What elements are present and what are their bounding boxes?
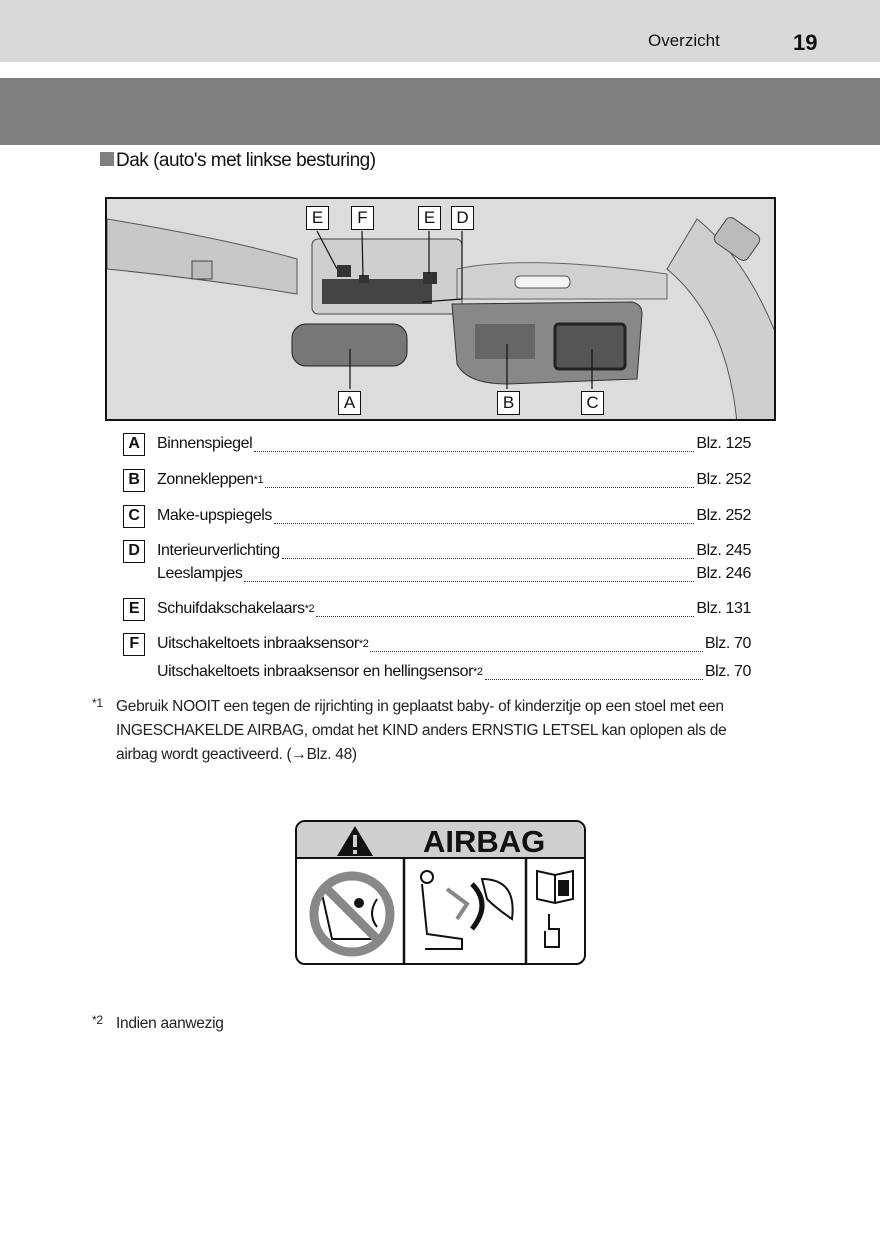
- page-reference[interactable]: Blz. 252: [696, 471, 751, 488]
- roof-drawing: [107, 217, 774, 419]
- page-reference[interactable]: Blz. 131: [696, 600, 751, 617]
- page-reference[interactable]: Blz. 245: [696, 542, 751, 559]
- footnote-text: Gebruik NOOIT een tegen de rijrichting i…: [116, 698, 727, 763]
- item-label: Uitschakeltoets inbraaksensor: [157, 635, 359, 652]
- dot-leader: [484, 679, 703, 680]
- dot-leader: [316, 616, 695, 617]
- dot-leader: [244, 581, 695, 582]
- item-label: Schuifdakschakelaars: [157, 600, 305, 617]
- footnote-mark: *2: [92, 1013, 103, 1027]
- roof-illustration: E F E D A B C: [105, 197, 776, 421]
- footnote-text: Indien aanwezig: [116, 1015, 224, 1032]
- dot-leader: [281, 558, 695, 559]
- figure-label-d: D: [451, 206, 474, 230]
- page-reference[interactable]: Blz. 252: [696, 507, 751, 524]
- list-item: Leeslampjes Blz. 246: [123, 562, 751, 586]
- item-letter-box: A: [123, 432, 145, 456]
- item-letter-box: F: [123, 632, 145, 656]
- item-label: Make-upspiegels: [157, 507, 272, 524]
- footnote-ref: *2: [304, 603, 315, 615]
- figure-label-e: E: [306, 206, 329, 230]
- item-letter-box: B: [123, 468, 145, 492]
- figure-label-c: C: [581, 391, 604, 415]
- airbag-title: AIRBAG: [423, 824, 546, 859]
- item-label: Interieurverlichting: [157, 542, 280, 559]
- item-letter-box: E: [123, 597, 145, 621]
- figure-label-f: F: [351, 206, 374, 230]
- no-rear-facing-seat-icon: [309, 871, 395, 957]
- page-header: Overzicht 19: [0, 0, 880, 62]
- item-label: Binnenspiegel: [157, 435, 253, 452]
- airbag-warning-label: AIRBAG: [295, 820, 586, 965]
- list-item: A Binnenspiegel Blz. 125: [123, 432, 751, 456]
- figure-label-a: A: [338, 391, 361, 415]
- manual-info-icon: [536, 869, 574, 905]
- page-reference[interactable]: Blz. 246: [696, 565, 751, 582]
- footnote-1: *1 Gebruik NOOIT een tegen de rijrichting…: [92, 695, 766, 767]
- list-item: B Zonnekleppen*1 Blz. 252: [123, 468, 751, 492]
- item-label: Uitschakeltoets inbraaksensor en helling…: [157, 663, 474, 680]
- list-item: D Interieurverlichting Blz. 245: [123, 539, 751, 563]
- seat-airbag-icon: [420, 870, 514, 950]
- page-reference[interactable]: Blz. 70: [704, 635, 752, 652]
- list-item: Uitschakeltoets inbraaksensor en helling…: [123, 660, 751, 684]
- list-item: F Uitschakeltoets inbraaksensor*2 Blz. 70: [123, 632, 751, 656]
- item-letter-box: D: [123, 539, 145, 563]
- figure-label-b: B: [497, 391, 520, 415]
- airbag-pictograms: [309, 859, 574, 963]
- item-letter-box: C: [123, 504, 145, 528]
- footnote-ref: *2: [358, 638, 369, 650]
- list-item: C Make-upspiegels Blz. 252: [123, 504, 751, 528]
- dot-leader: [254, 451, 695, 452]
- footnote-mark: *1: [92, 696, 103, 710]
- header-band: [0, 78, 880, 145]
- section-heading: Dak (auto's met linkse besturing): [100, 150, 376, 172]
- list-item: E Schuifdakschakelaars*2 Blz. 131: [123, 597, 751, 621]
- dot-leader: [265, 487, 695, 488]
- footnote-2: *2 Indien aanwezig: [92, 1012, 766, 1036]
- dot-leader: [273, 523, 695, 524]
- heading-text: Dak (auto's met linkse besturing): [116, 150, 376, 171]
- page-reference[interactable]: Blz. 125: [696, 435, 751, 452]
- square-bullet-icon: [100, 152, 114, 166]
- item-label: Zonnekleppen: [157, 471, 254, 488]
- dot-leader: [370, 651, 703, 652]
- item-label: Leeslampjes: [157, 565, 243, 582]
- page-reference[interactable]: Blz. 70: [704, 663, 752, 680]
- page-number: 19: [793, 30, 818, 55]
- figure-label-e: E: [418, 206, 441, 230]
- pointing-hand-icon: [544, 914, 560, 948]
- footnote-ref: *2: [473, 666, 483, 678]
- warning-triangle-icon: [337, 826, 373, 856]
- footnote-ref: *1: [253, 474, 264, 486]
- section-title: Overzicht: [648, 31, 720, 50]
